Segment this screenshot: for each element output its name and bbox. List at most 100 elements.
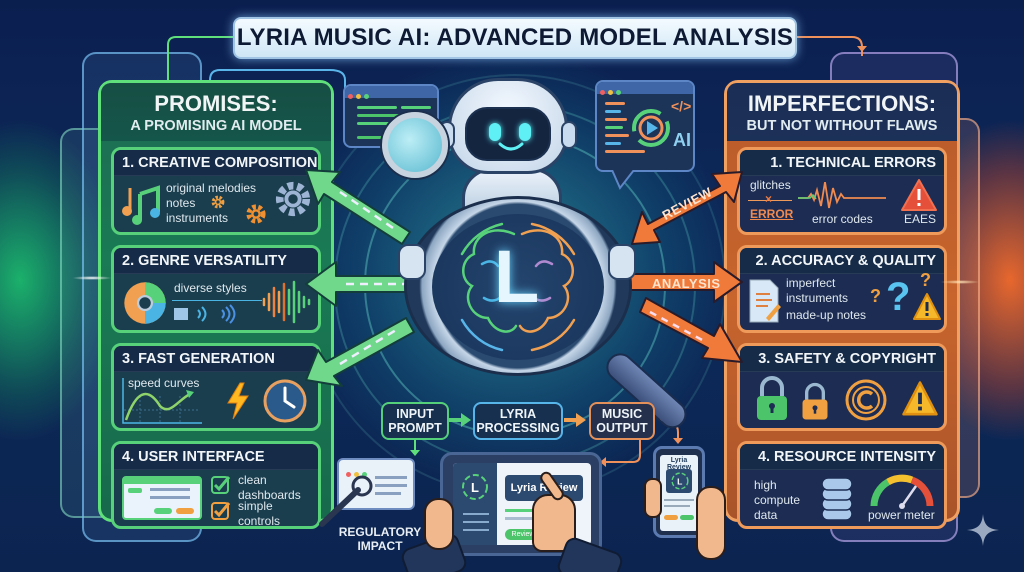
hand-phone-right: [696, 486, 726, 560]
gear-icon: [211, 195, 225, 209]
phone-title: Lyria Review: [666, 457, 692, 471]
flow-arrow-icon: [449, 413, 471, 427]
warning-icon: [902, 381, 938, 416]
arrow-to-creative: [305, 169, 411, 245]
robot-ear: [561, 121, 577, 149]
gear-icon: [275, 181, 311, 217]
imperfection-card-accuracy-quality: 2. ACCURACY & QUALITY imperfect instrume…: [737, 245, 947, 333]
promise-card-creative-composition: 1. CREATIVE COMPOSITION original melodie…: [111, 147, 321, 235]
imperfections-heading: IMPERFECTIONS:: [747, 91, 937, 116]
card-title: 2. GENRE VERSATILITY: [114, 248, 318, 274]
item-simple-controls: simple controls: [238, 499, 281, 528]
promises-heading: PROMISES:: [154, 91, 278, 116]
svg-text:L: L: [677, 477, 682, 487]
waveform-icon: [798, 182, 886, 209]
card-title: 4. USER INTERFACE: [114, 444, 318, 470]
dashboard-icon: [122, 476, 202, 520]
item-error: ERROR: [750, 207, 794, 221]
analysis-label: ANALYSIS: [652, 276, 721, 291]
lightning-icon: [227, 382, 249, 420]
hand-phone-left: [644, 478, 662, 518]
item-eaes: EAES: [904, 212, 937, 226]
page-title: LYRIA MUSIC AI: ADVANCED MODEL ANALYSIS: [233, 17, 797, 59]
code-window-right: </> AI: [595, 80, 695, 172]
brain-icon: [460, 222, 576, 352]
card-title: 4. RESOURCE INTENSITY: [740, 444, 944, 470]
robot-hand-right: [608, 244, 636, 280]
item-original-melodies: original melodies: [166, 181, 257, 195]
promises-panel: PROMISES: A PROMISING AI MODEL 1. CREATI…: [98, 80, 334, 529]
item-high-compute-data: high compute data: [754, 478, 801, 522]
arrow-to-fast: [305, 317, 415, 387]
robot-eye: [519, 123, 531, 141]
magnifying-glass-icon: [382, 112, 448, 178]
card-title: 3. FAST GENERATION: [114, 346, 318, 372]
card-title: 3. SAFETY & COPYRIGHT: [740, 346, 944, 372]
tablet-sidebar: L: [453, 463, 497, 545]
robot-hand-left: [398, 244, 426, 280]
regulatory-impact-label: REGULATORY IMPACT: [338, 525, 422, 553]
database-icon: [821, 477, 853, 521]
item-error-codes: error codes: [812, 212, 873, 226]
lens-inner: [432, 214, 604, 360]
lock-icon: [757, 376, 787, 420]
error-x-icon: ×: [765, 192, 773, 206]
play-disc-icon: [632, 109, 670, 147]
arrow-to-safety: [639, 297, 743, 363]
glow-flare: [940, 280, 980, 284]
sparkle-icon: [967, 514, 999, 546]
promises-subheading: A PROMISING AI MODEL: [130, 118, 302, 134]
gear-icon: [246, 204, 266, 224]
gauge-icon: [870, 474, 934, 509]
robot-face: [465, 107, 551, 161]
promises-header: PROMISES: A PROMISING AI MODEL: [101, 83, 331, 141]
card-title: 2. ACCURACY & QUALITY: [740, 248, 944, 274]
card-title: 1. TECHNICAL ERRORS: [740, 150, 944, 176]
item-clean-dashboards: clean dashboards: [238, 473, 301, 502]
document-icon: [749, 279, 781, 323]
flow-arrow-icon: [564, 413, 586, 427]
robot-smile: [498, 142, 524, 151]
robot-eye: [489, 123, 501, 141]
card-title: 1. CREATIVE COMPOSITION: [114, 150, 318, 176]
item-speed-curves: speed curves: [128, 376, 200, 390]
lyria-logo-letter: L: [494, 235, 540, 318]
robot-head: [439, 78, 577, 174]
imperfections-header: IMPERFECTIONS: BUT NOT WITHOUT FLAWS: [727, 83, 957, 141]
imperfection-card-safety-copyright: 3. SAFETY & COPYRIGHT: [737, 343, 947, 431]
lyria-logo-icon: L: [671, 472, 689, 490]
lyria-logo-icon: L: [462, 474, 488, 500]
vinyl-disc-icon: [124, 282, 166, 324]
soundwave-icon: [262, 280, 311, 324]
speaker-icon: [174, 304, 236, 324]
clock-icon: [263, 379, 307, 423]
speech-tail: [611, 170, 635, 190]
item-diverse-styles: diverse styles: [174, 281, 247, 295]
question-icon: ?: [886, 275, 911, 319]
review-button[interactable]: Review: [505, 529, 541, 540]
item-glitches: glitches: [750, 178, 791, 192]
analysis-arrow: [629, 261, 743, 303]
warning-icon: [901, 179, 937, 211]
item-imperfect-instruments: imperfect instruments: [786, 276, 849, 305]
flow-step-lyria-processing: LYRIA PROCESSING: [473, 402, 563, 440]
glow-flare: [72, 276, 112, 280]
hand-left: [424, 498, 454, 550]
imperfection-card-technical-errors: 1. TECHNICAL ERRORS glitches × ERROR err…: [737, 147, 947, 235]
review-arrow: [631, 171, 743, 245]
item-notes: notes: [166, 196, 196, 210]
title-text: LYRIA MUSIC AI: ADVANCED MODEL ANALYSIS: [236, 24, 794, 51]
flow-step-music-output: MUSIC OUTPUT: [589, 402, 655, 440]
imperfection-card-resource-intensity: 4. RESOURCE INTENSITY high compute data …: [737, 441, 947, 529]
copyright-icon: [845, 379, 887, 421]
flow-step-input-prompt: INPUT PROMPT: [381, 402, 449, 440]
gavel-pointer-icon: [319, 475, 373, 527]
imperfections-subheading: BUT NOT WITHOUT FLAWS: [746, 118, 938, 134]
svg-text:L: L: [471, 480, 479, 495]
question-icon: ?: [870, 286, 881, 306]
question-icon: ?: [920, 270, 931, 290]
line-graph-icon: [122, 378, 202, 424]
item-power-meter: power meter: [868, 508, 935, 522]
warning-icon: [913, 293, 941, 320]
